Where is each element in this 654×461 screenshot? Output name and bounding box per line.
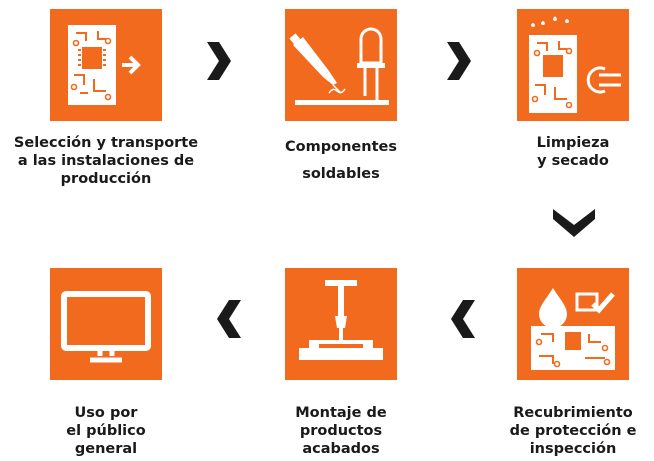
- step-4-label: Recubrimiento de protección e inspección: [509, 405, 637, 457]
- chevron-right-icon: [445, 42, 471, 80]
- chevron-right-icon: [205, 42, 231, 80]
- step-2-tile: [285, 9, 397, 121]
- step-3-tile: [517, 9, 629, 121]
- step-2-label: Componentes soldables: [285, 139, 397, 182]
- drop-check-circuit-board-icon: [531, 288, 615, 370]
- step-4-tile: [517, 268, 629, 380]
- step-1-label: Selección y transporte a las instalacion…: [13, 135, 199, 187]
- circuit-board-arrow-icon: [68, 25, 141, 105]
- soldering-iron-led-icon: [289, 27, 389, 105]
- step-5-label: Montaje de productos acabados: [295, 405, 387, 457]
- step-5-tile: [285, 268, 397, 380]
- chevron-down-icon: [553, 207, 595, 237]
- chevron-left-icon: [217, 300, 243, 338]
- assembly-press-icon: [299, 280, 383, 360]
- step-6-tile: [50, 268, 162, 380]
- step-1-tile: [50, 9, 162, 121]
- circuit-board-drops-dryer-icon: [529, 16, 621, 113]
- chevron-left-icon: [451, 300, 477, 338]
- step-3-label: Limpieza y secado: [536, 135, 610, 169]
- step-6-label: Uso por el público general: [66, 405, 146, 457]
- monitor-icon: [61, 291, 151, 363]
